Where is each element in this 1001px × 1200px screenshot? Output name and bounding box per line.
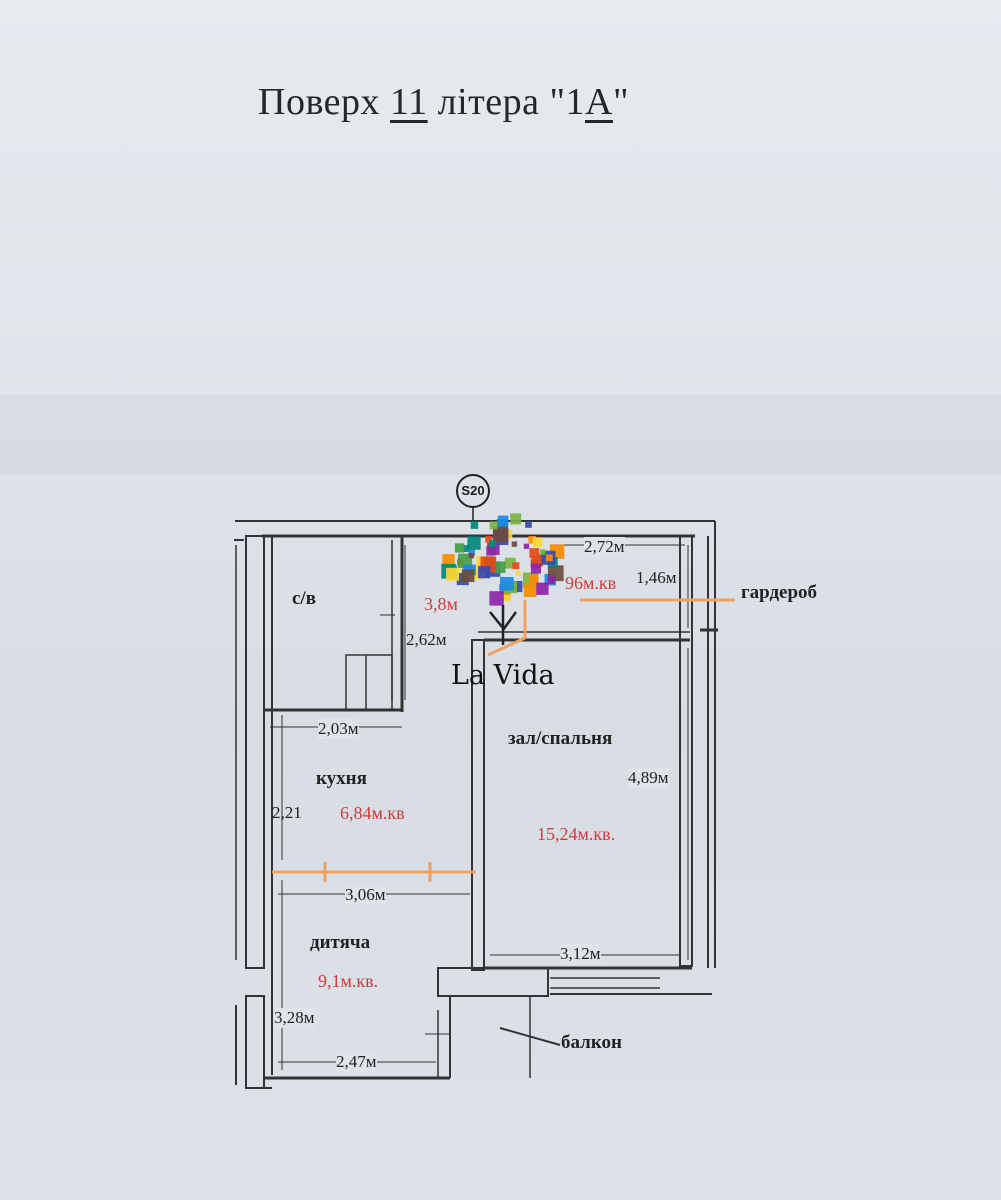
- bathroom-area: 3,8м: [424, 594, 458, 614]
- wardrobe-area: 96м.кв: [565, 573, 617, 593]
- logo-tile: [486, 546, 496, 556]
- orange-annotations: [272, 598, 735, 882]
- axis-marker-label: S20: [461, 483, 485, 498]
- kitchen-side-dim: 2,21: [272, 803, 302, 822]
- tree-icon: [489, 605, 518, 645]
- living-width: 3,12м: [560, 944, 601, 964]
- logo-tile: [504, 557, 516, 569]
- logo-tile: [523, 543, 530, 549]
- living-name: зал/спальня: [508, 728, 613, 749]
- kids-width: 2,47м: [336, 1052, 377, 1072]
- logo-tile: [497, 515, 509, 527]
- title-prefix: Поверх: [258, 81, 391, 123]
- logo-tile: [511, 541, 518, 547]
- logo-tile: [462, 545, 470, 552]
- logo-tile: [468, 553, 474, 559]
- logo-tile: [531, 555, 543, 567]
- page-title: Поверх 11 літера "1А": [258, 80, 629, 124]
- logo-tile: [503, 594, 511, 602]
- logo-tile: [530, 563, 541, 574]
- living-depth: 4,89м: [628, 768, 669, 788]
- logo-tile: [512, 562, 520, 570]
- logo-tile: [500, 577, 514, 591]
- title-suffix: ": [612, 81, 629, 123]
- logo-tile: [529, 548, 540, 558]
- logo-tile: [468, 549, 475, 556]
- living-area: 15,24м.кв.: [537, 824, 616, 844]
- logo-tile: [458, 553, 473, 568]
- logo-tile: [532, 537, 543, 547]
- wardrobe-depth: 1,46м: [636, 568, 677, 587]
- logo-tile: [489, 540, 497, 548]
- bath-height-dim: 2,62м: [406, 630, 447, 649]
- logo-tile: [523, 584, 537, 597]
- logo-tile: [442, 554, 455, 567]
- logo-tile: [461, 569, 475, 583]
- walls: [234, 520, 718, 1089]
- kitchen-width-dim: 3,06м: [345, 885, 386, 905]
- logo-tile: [478, 566, 491, 579]
- logo-tile: [470, 521, 479, 529]
- logo-tile: [493, 526, 509, 542]
- wardrobe-width: 2,72м: [584, 537, 625, 557]
- bathroom-name: с/в: [292, 588, 316, 609]
- bath-width-dim: 2,03м: [318, 719, 359, 739]
- logo-tile: [485, 535, 493, 543]
- logo-tile: [528, 574, 539, 585]
- logo-tile: [525, 521, 532, 528]
- scan-band: [0, 395, 1001, 475]
- logo-mosaic: [441, 513, 565, 606]
- logo-tile: [536, 582, 549, 595]
- logo-tile: [467, 536, 481, 550]
- building-letter: А: [585, 81, 613, 123]
- wardrobe-name: гардероб: [741, 582, 818, 603]
- logo-tile: [528, 536, 537, 544]
- kids-name: дитяча: [310, 932, 371, 953]
- logo-tile: [510, 513, 522, 525]
- kitchen-name: кухня: [316, 768, 367, 789]
- balcony-name: балкон: [561, 1032, 622, 1053]
- kids-area: 9,1м.кв.: [318, 971, 379, 991]
- logo-tile: [489, 521, 498, 530]
- logo-tile: [546, 554, 553, 562]
- floor-number: 11: [390, 81, 428, 123]
- logo-tile: [515, 571, 521, 577]
- logo-tile: [454, 543, 465, 553]
- logo-tile: [489, 591, 504, 606]
- logo-tile: [493, 561, 506, 573]
- logo-tile: [540, 549, 546, 555]
- kids-depth: 3,28м: [274, 1008, 315, 1028]
- logo-tile: [547, 576, 556, 585]
- logo-text: La Vida: [451, 660, 555, 691]
- logo-tile: [446, 567, 459, 581]
- kitchen-area: 6,84м.кв: [340, 803, 405, 823]
- title-mid: літера "1: [427, 81, 585, 123]
